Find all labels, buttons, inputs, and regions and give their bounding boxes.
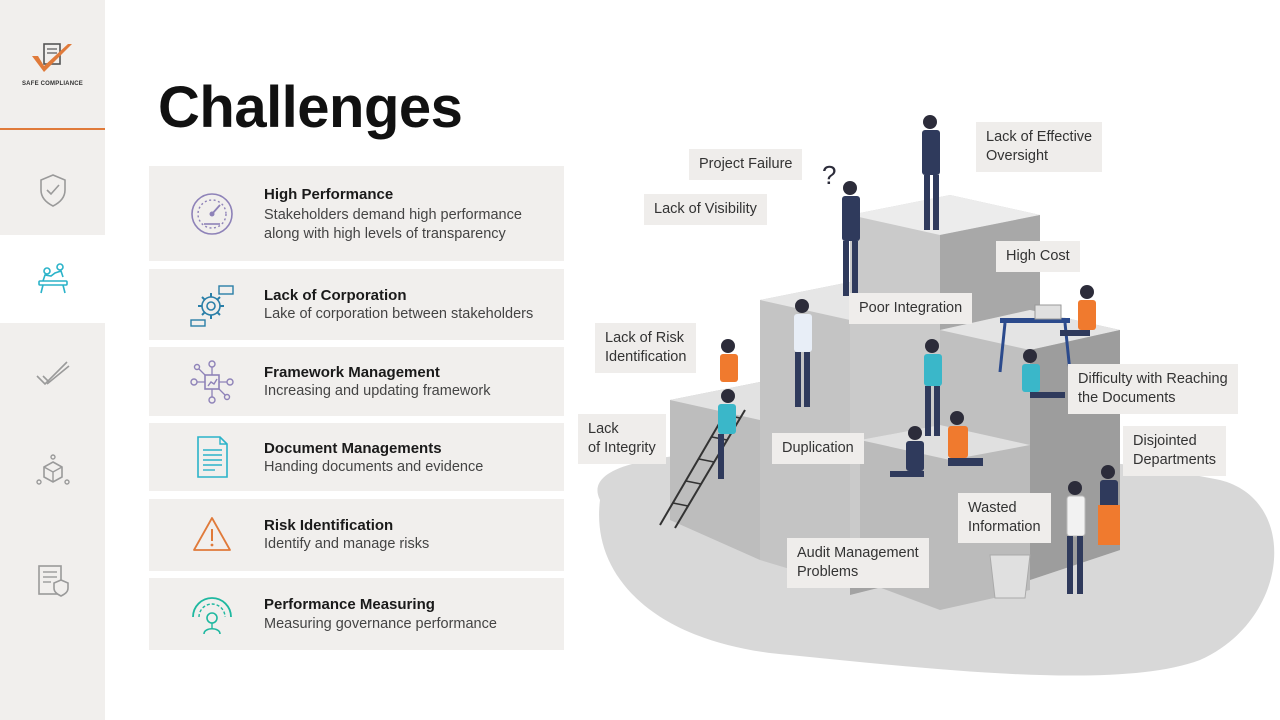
challenge-card-lack-of-corporation: Lack of Corporation Lake of corporation … [149, 269, 564, 340]
label-duplication: Duplication [772, 433, 864, 464]
label-high-cost: High Cost [996, 241, 1080, 272]
label-lack-of-visibility: Lack of Visibility [644, 194, 767, 225]
double-check-icon [35, 361, 70, 386]
sidebar-item-security[interactable] [0, 146, 105, 234]
challenge-description: Increasing and updating framework [264, 383, 491, 399]
challenge-description: Identify and manage risks [264, 536, 430, 552]
logo-text: SAFE COMPLIANCE [21, 81, 83, 87]
speedometer-icon [191, 192, 233, 235]
label-project-failure: Project Failure [689, 149, 803, 180]
warning-triangle-icon [193, 517, 231, 551]
sidebar-item-collaboration[interactable] [0, 235, 105, 323]
cube-network-icon [35, 454, 70, 485]
network-chart-icon [190, 359, 234, 404]
challenge-title: Lack of Corporation [264, 287, 407, 304]
challenge-card-risk-identification: Risk Identification Identify and manage … [149, 499, 564, 571]
checkmark-logo-icon [32, 43, 72, 72]
sidebar-item-integrations[interactable] [0, 428, 105, 516]
logo[interactable]: SAFE COMPLIANCE [0, 0, 105, 130]
sidebar: SAFE COMPLIANCE [0, 0, 105, 720]
challenge-description: Lake of corporation between stakeholders [264, 306, 534, 322]
challenge-title: Performance Measuring [264, 596, 435, 613]
team-collaboration-icon [37, 263, 68, 294]
challenge-card-high-performance: High Performance Stakeholders demand hig… [149, 166, 564, 261]
sidebar-item-approvals[interactable] [0, 330, 105, 418]
challenge-description: Stakeholders demand high performance alo… [264, 207, 522, 242]
challenge-title: Framework Management [264, 364, 440, 381]
shield-check-icon [39, 174, 66, 207]
challenge-card-performance-measuring: Performance Measuring Measuring governan… [149, 578, 564, 650]
challenge-title: Risk Identification [264, 517, 394, 534]
document-list-icon [197, 436, 228, 478]
sidebar-item-documents[interactable] [0, 536, 105, 624]
document-shield-icon [37, 565, 69, 597]
challenge-card-framework-management: Framework Management Increasing and upda… [149, 347, 564, 416]
performance-gauge-icon [192, 597, 232, 635]
person-figures [718, 115, 1120, 594]
challenge-description: Handing documents and evidence [264, 459, 484, 475]
label-poor-integration: Poor Integration [849, 293, 973, 324]
question-mark: ? [822, 160, 836, 190]
challenge-title: High Performance [264, 186, 394, 203]
challenge-card-document-managements: Document Managements Handing documents a… [149, 423, 564, 491]
challenge-title: Document Managements [264, 440, 442, 457]
page-title: Challenges [158, 75, 463, 140]
challenge-description: Measuring governance performance [264, 616, 497, 632]
gear-process-icon [190, 284, 234, 327]
